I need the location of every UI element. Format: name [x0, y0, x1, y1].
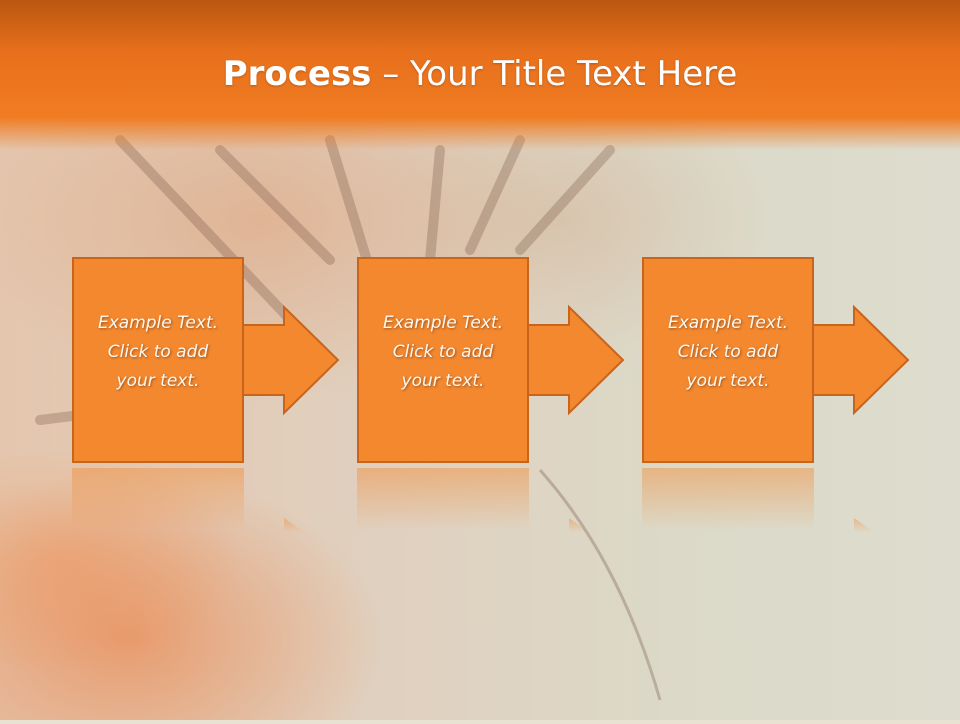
- step-text[interactable]: Example Text. Click to add your text.: [97, 313, 219, 391]
- arrow-right-icon: [241, 304, 340, 416]
- process-step-2[interactable]: Example Text. Click to add your text.: [357, 257, 657, 467]
- process-step-1[interactable]: Example Text. Click to add your text.: [72, 257, 372, 467]
- title-rest-part: – Your Title Text Here: [371, 54, 738, 94]
- step-reflection: [357, 468, 529, 530]
- step-box[interactable]: [357, 257, 529, 463]
- process-step-3[interactable]: Example Text. Click to add your text.: [642, 257, 942, 467]
- step-reflection: [72, 468, 244, 530]
- title-bold-part: Process: [222, 54, 372, 94]
- title-bar: [0, 0, 960, 150]
- step-text[interactable]: Example Text. Click to add your text.: [382, 313, 504, 391]
- step-box[interactable]: [642, 257, 814, 463]
- arrow-right-icon: [526, 304, 625, 416]
- arrow-right-icon: [811, 304, 910, 416]
- step-reflection: [642, 468, 814, 530]
- step-text[interactable]: Example Text. Click to add your text.: [667, 313, 789, 391]
- slide-title[interactable]: Process – Your Title Text Here: [0, 52, 960, 96]
- step-box[interactable]: [72, 257, 244, 463]
